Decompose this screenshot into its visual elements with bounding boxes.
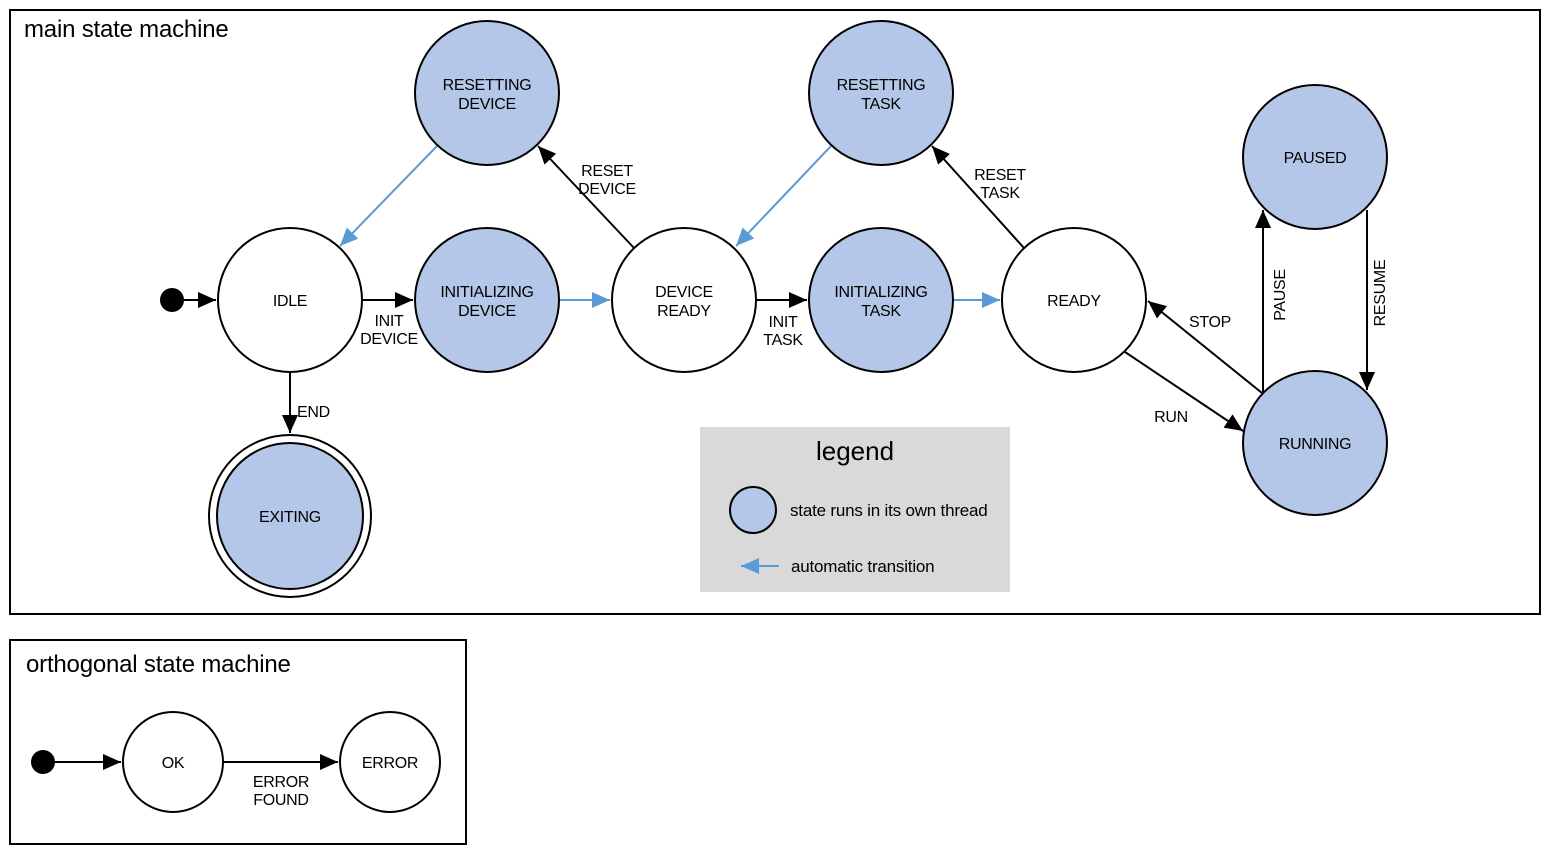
state-idle: IDLE [217, 227, 363, 373]
state-initializing-device-circle [414, 227, 560, 373]
orthogonal-initial-state-dot [31, 750, 55, 774]
state-error: ERROR [339, 711, 441, 813]
svg-text:TASK: TASK [763, 332, 803, 349]
state-ready-label: READY [1047, 293, 1101, 310]
transition-resetting-device-auto-arrow [339, 145, 438, 247]
state-initializing-device: INITIALIZING DEVICE [414, 227, 560, 373]
main-machine-title: main state machine [24, 16, 229, 43]
transition-run-label: RUN [1154, 409, 1188, 426]
transition-reset-task-arrow [931, 145, 1025, 249]
legend-title: legend [816, 436, 894, 466]
orthogonal-machine-title: orthogonal state machine [26, 651, 291, 678]
transition-reset-device-label: RESET DEVICE [578, 163, 636, 198]
transition-init-task-label: INIT TASK [763, 314, 803, 349]
state-exiting-label: EXITING [259, 509, 321, 526]
state-paused-circle [1242, 84, 1388, 230]
state-ok: OK [122, 711, 224, 813]
state-device-ready: DEVICE READY [611, 227, 757, 373]
main-initial-state-dot [160, 288, 184, 312]
transition-stop-label: STOP [1189, 314, 1231, 331]
state-resetting-task: RESETTING TASK [808, 20, 954, 166]
transition-resetting-task-auto-arrow [735, 145, 832, 247]
legend-threaded-state-icon [729, 486, 777, 534]
state-exiting-final: EXITING [208, 434, 372, 598]
svg-text:RESET: RESET [581, 163, 633, 180]
svg-text:DEVICE: DEVICE [458, 96, 516, 113]
state-resetting-device: RESETTING DEVICE [414, 20, 560, 166]
state-running: RUNNING [1242, 370, 1388, 516]
transition-reset-device-arrow [537, 145, 635, 249]
orthogonal-machine-frame [9, 639, 467, 845]
state-idle-label: IDLE [273, 293, 307, 310]
transition-reset-task-label: RESET TASK [974, 167, 1027, 202]
transition-stop-arrow [1147, 300, 1263, 394]
svg-text:INITIALIZING: INITIALIZING [834, 284, 927, 301]
svg-text:DEVICE: DEVICE [655, 284, 713, 301]
svg-text:DEVICE: DEVICE [578, 181, 636, 198]
state-running-circle [1242, 370, 1388, 516]
svg-text:RESETTING: RESETTING [443, 77, 532, 94]
svg-text:ERROR: ERROR [253, 774, 309, 791]
svg-text:FOUND: FOUND [253, 792, 308, 809]
transition-end-label: END [297, 404, 330, 421]
state-ready-circle [1001, 227, 1147, 373]
state-idle-circle [217, 227, 363, 373]
state-resetting-task-circle [808, 20, 954, 166]
state-resetting-device-circle [414, 20, 560, 166]
svg-text:DEVICE: DEVICE [360, 331, 418, 348]
svg-text:TASK: TASK [861, 303, 901, 320]
state-ready: READY [1001, 227, 1147, 373]
state-running-label: RUNNING [1279, 436, 1352, 453]
transition-init-device-label: INIT DEVICE [360, 313, 418, 348]
transition-error-found-label: ERROR FOUND [253, 774, 310, 809]
transition-run-arrow [1124, 351, 1244, 432]
orthogonal-machine: orthogonal state machine OK ERROR FOUND … [9, 639, 467, 845]
svg-text:TASK: TASK [861, 96, 901, 113]
legend-auto-transition-label: automatic transition [791, 557, 934, 576]
state-error-circle [339, 711, 441, 813]
svg-text:INIT: INIT [768, 314, 798, 331]
legend-threaded-state-label: state runs in its own thread [790, 501, 988, 520]
state-ok-label: OK [162, 755, 185, 772]
svg-text:TASK: TASK [980, 185, 1020, 202]
main-machine-frame [9, 9, 1541, 615]
legend: legend state runs in its own thread auto… [700, 427, 1010, 592]
state-error-label: ERROR [362, 755, 418, 772]
state-paused: PAUSED [1242, 84, 1388, 230]
svg-text:INIT: INIT [374, 313, 404, 330]
svg-text:READY: READY [657, 303, 711, 320]
svg-text:RESET: RESET [974, 167, 1026, 184]
svg-text:DEVICE: DEVICE [458, 303, 516, 320]
state-device-ready-circle [611, 227, 757, 373]
state-initializing-task-circle [808, 227, 954, 373]
transition-resume-label: RESUME [1372, 260, 1389, 327]
svg-text:RESETTING: RESETTING [837, 77, 926, 94]
transition-pause-label: PAUSE [1272, 269, 1289, 321]
svg-text:INITIALIZING: INITIALIZING [440, 284, 533, 301]
state-initializing-task: INITIALIZING TASK [808, 227, 954, 373]
state-paused-label: PAUSED [1284, 150, 1347, 167]
state-exiting-inner-circle [216, 442, 364, 590]
